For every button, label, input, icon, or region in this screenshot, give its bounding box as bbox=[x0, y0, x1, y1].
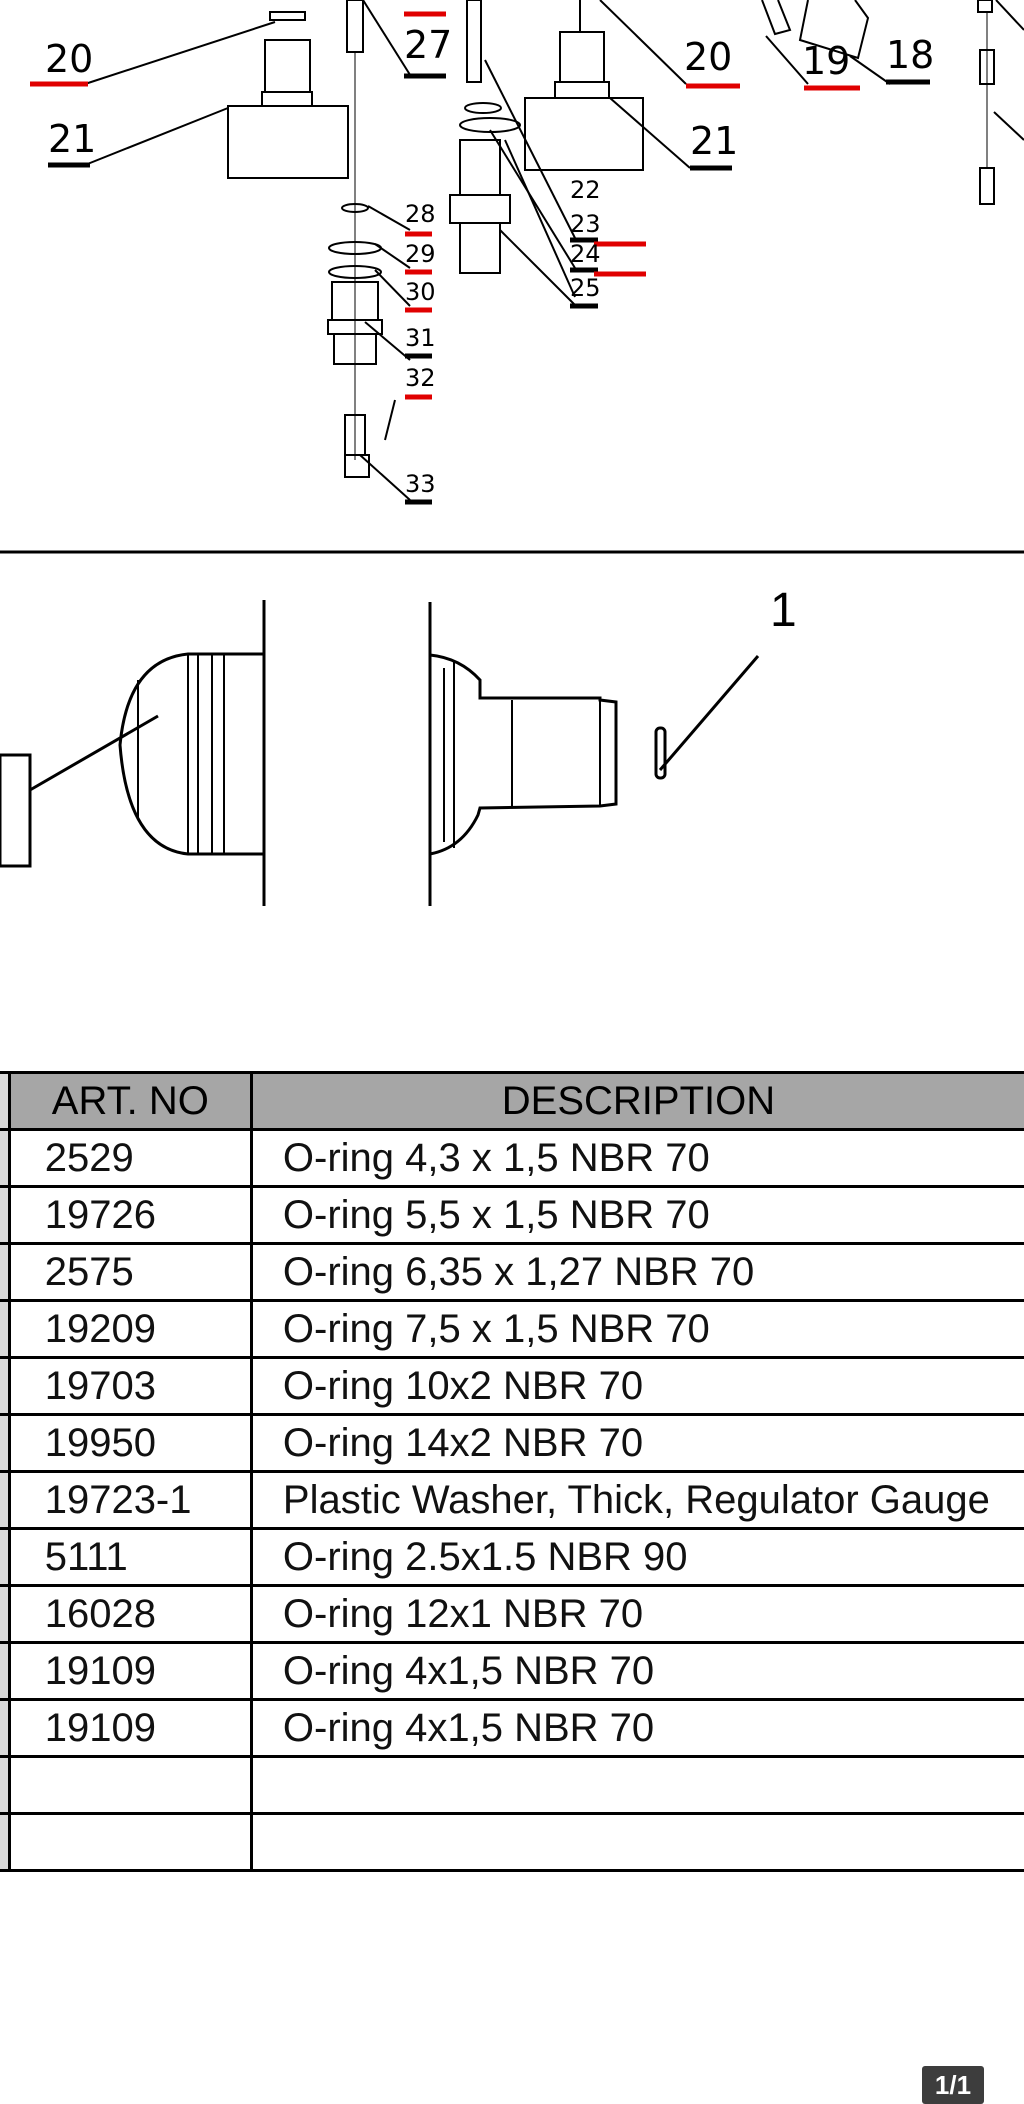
description-cell: O-ring 5,5 x 1,5 NBR 70 bbox=[251, 1185, 1024, 1245]
side-column-cell bbox=[0, 1185, 11, 1245]
exploded-parts-diagram: 20 21 27 20 19 18 21 22 23 24 25 28 29 3… bbox=[0, 0, 1024, 906]
detail-callout-label: 1 bbox=[770, 584, 797, 637]
side-column-cell bbox=[0, 1698, 11, 1758]
callout-label: 20 bbox=[684, 35, 732, 79]
art-no-cell: 2529 bbox=[9, 1128, 253, 1188]
callout-label: 21 bbox=[690, 119, 738, 163]
callout-label: 31 bbox=[405, 324, 436, 352]
description-cell: O-ring 4x1,5 NBR 70 bbox=[251, 1698, 1024, 1758]
art-no-cell bbox=[9, 1755, 253, 1815]
description-cell: O-ring 7,5 x 1,5 NBR 70 bbox=[251, 1299, 1024, 1359]
page-indicator: 1/1 bbox=[922, 2066, 984, 2104]
art-no-cell bbox=[9, 1812, 253, 1872]
description-cell: O-ring 4,3 x 1,5 NBR 70 bbox=[251, 1128, 1024, 1188]
callout-label: 25 bbox=[570, 274, 601, 302]
side-column-cell bbox=[0, 1755, 11, 1815]
side-column-cell bbox=[0, 1413, 11, 1473]
side-column-cell bbox=[0, 1470, 11, 1530]
callout-label: 24 bbox=[570, 240, 601, 268]
callout-label: 19 bbox=[802, 39, 850, 83]
description-cell: O-ring 12x1 NBR 70 bbox=[251, 1584, 1024, 1644]
description-cell: O-ring 10x2 NBR 70 bbox=[251, 1356, 1024, 1416]
art-no-header: ART. NO bbox=[9, 1071, 253, 1131]
callout-label: 28 bbox=[405, 200, 436, 228]
art-no-cell: 19703 bbox=[9, 1356, 253, 1416]
callout-label: 23 bbox=[570, 210, 601, 238]
callout-label: 20 bbox=[45, 37, 93, 81]
side-column-cell bbox=[0, 1299, 11, 1359]
description-cell: Plastic Washer, Thick, Regulator Gauge bbox=[251, 1470, 1024, 1530]
callout-label: 22 bbox=[570, 176, 601, 204]
callout-label: 32 bbox=[405, 364, 436, 392]
description-cell: O-ring 6,35 x 1,27 NBR 70 bbox=[251, 1242, 1024, 1302]
side-column-cell bbox=[0, 1584, 11, 1644]
table-header-row: ART. NO DESCRIPTION bbox=[0, 1071, 1024, 1131]
art-no-cell: 5111 bbox=[9, 1527, 253, 1587]
description-cell bbox=[251, 1755, 1024, 1815]
side-column-cell bbox=[0, 1071, 11, 1131]
art-no-cell: 19109 bbox=[9, 1641, 253, 1701]
side-column-cell bbox=[0, 1242, 11, 1302]
description-cell bbox=[251, 1812, 1024, 1872]
art-no-cell: 19109 bbox=[9, 1698, 253, 1758]
art-no-cell: 19950 bbox=[9, 1413, 253, 1473]
callout-label: 27 bbox=[404, 23, 452, 67]
callout-label: 29 bbox=[405, 240, 436, 268]
description-cell: O-ring 2.5x1.5 NBR 90 bbox=[251, 1527, 1024, 1587]
table-row bbox=[0, 1812, 1024, 1872]
description-header: DESCRIPTION bbox=[251, 1071, 1024, 1131]
callout-label: 21 bbox=[48, 117, 96, 161]
callout-label: 33 bbox=[405, 470, 436, 498]
callout-label: 30 bbox=[405, 278, 436, 306]
table-row bbox=[0, 1755, 1024, 1815]
art-no-cell: 19723-1 bbox=[9, 1470, 253, 1530]
description-cell: O-ring 14x2 NBR 70 bbox=[251, 1413, 1024, 1473]
side-column-cell bbox=[0, 1356, 11, 1416]
art-no-cell: 19726 bbox=[9, 1185, 253, 1245]
callout-label: 18 bbox=[886, 33, 934, 77]
side-column-cell bbox=[0, 1641, 11, 1701]
side-column-cell bbox=[0, 1128, 11, 1188]
art-no-cell: 16028 bbox=[9, 1584, 253, 1644]
description-cell: O-ring 4x1,5 NBR 70 bbox=[251, 1641, 1024, 1701]
art-no-cell: 19209 bbox=[9, 1299, 253, 1359]
side-column-cell bbox=[0, 1527, 11, 1587]
side-column-cell bbox=[0, 1812, 11, 1872]
art-no-cell: 2575 bbox=[9, 1242, 253, 1302]
